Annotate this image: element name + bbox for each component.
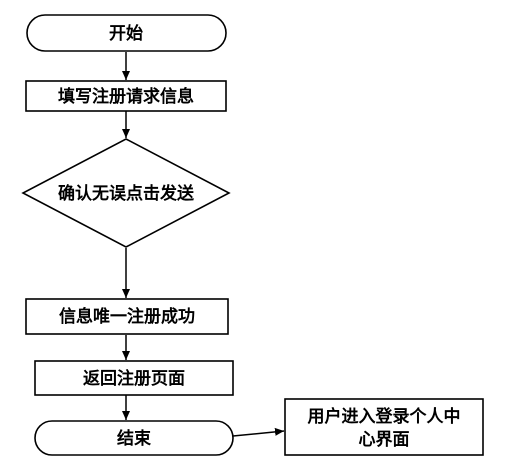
confirm-decision-node: 确认无误点击发送 [21, 138, 231, 248]
success-label: 信息唯一注册成功 [59, 306, 195, 327]
user-center-label-line2: 心界面 [359, 430, 410, 450]
edge-end-to-user-center [232, 427, 285, 437]
end-node: 结束 [34, 420, 234, 456]
user-center-label-line1: 用户进入登录个人中 [308, 406, 461, 427]
fill-request-label: 填写注册请求信息 [58, 86, 194, 107]
start-node: 开始 [26, 14, 227, 52]
end-label: 结束 [117, 428, 151, 449]
start-label: 开始 [109, 23, 143, 44]
fill-request-node: 填写注册请求信息 [25, 80, 227, 112]
success-node: 信息唯一注册成功 [25, 298, 229, 335]
return-page-node: 返回注册页面 [34, 360, 234, 396]
confirm-label: 确认无误点击发送 [58, 183, 195, 204]
return-page-label: 返回注册页面 [83, 368, 185, 389]
user-center-node: 用户进入登录个人中 心界面 [284, 398, 484, 456]
